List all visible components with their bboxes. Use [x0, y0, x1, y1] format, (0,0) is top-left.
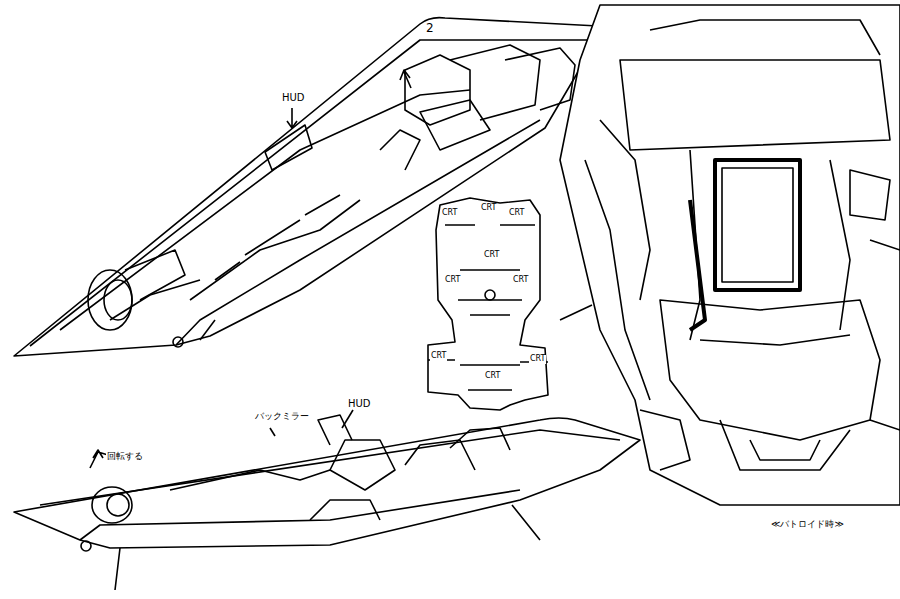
crt-label: CRT: [441, 209, 458, 218]
crt-label: CRT: [529, 355, 546, 364]
crt-label: CRT: [430, 352, 447, 361]
part-label: HUD: [347, 398, 372, 409]
leader-line: [342, 410, 353, 428]
battroid-cockpit: [560, 5, 900, 505]
note-label: 回転する: [106, 452, 144, 462]
leader-line: [560, 305, 592, 320]
crt-label: CRT: [484, 372, 501, 381]
crt-panel: [428, 198, 548, 410]
callout-number: 2: [425, 22, 435, 35]
crt-label: CRT: [483, 251, 500, 260]
leader-line: [287, 108, 297, 128]
leader-line: [400, 70, 411, 88]
crt-label: CRT: [508, 209, 525, 218]
crt-label: CRT: [444, 276, 461, 285]
crt-label: CRT: [512, 276, 529, 285]
part-label: HUD: [281, 92, 306, 103]
fighter-cockpit-bottom: [14, 415, 640, 590]
part-label: バックミラー: [254, 412, 310, 422]
crt-label: CRT: [480, 204, 497, 213]
leader-line: [270, 428, 275, 436]
mode-label: ≪バトロイド時≫: [770, 520, 845, 530]
